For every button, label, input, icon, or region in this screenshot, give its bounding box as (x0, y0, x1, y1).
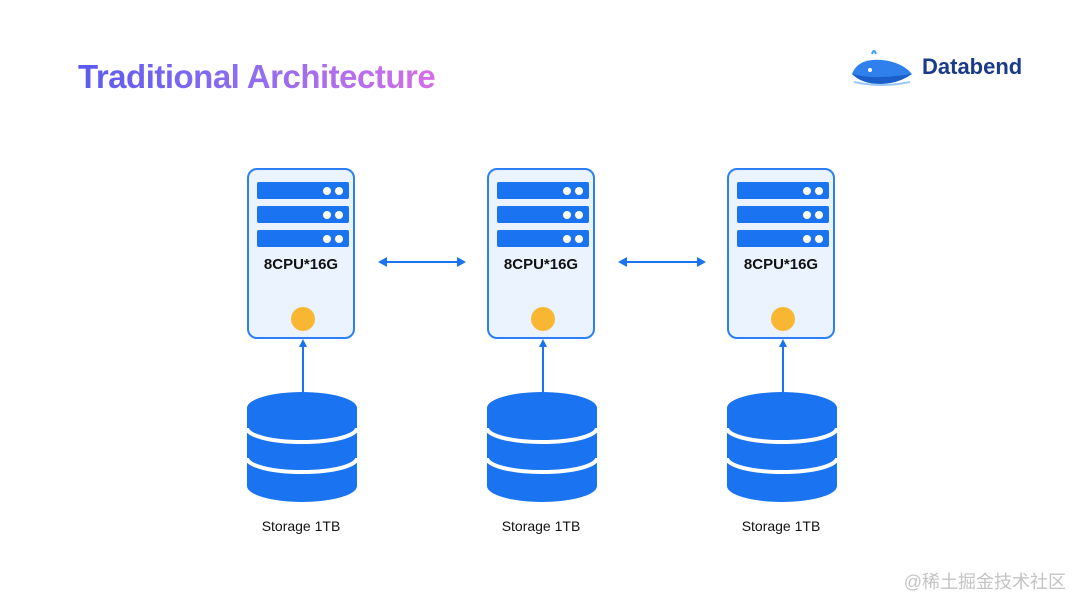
server-spec: 8CPU*16G (743, 256, 819, 273)
rack-led (563, 211, 571, 219)
rack-led (803, 187, 811, 195)
rack-led (323, 211, 331, 219)
server-spec: 8CPU*16G (503, 256, 579, 273)
storage-label: Storage 1TB (501, 518, 581, 534)
rack-led (323, 187, 331, 195)
node-link-arrow (378, 257, 466, 267)
rack-led (803, 235, 811, 243)
server-node: 8CPU*16G Storage 1TB (247, 168, 359, 538)
power-indicator (771, 307, 795, 331)
server-rack (497, 182, 589, 199)
server-rack (497, 206, 589, 223)
server: 8CPU*16G (247, 168, 355, 339)
rack-led (575, 235, 583, 243)
server-rack (257, 182, 349, 199)
rack-led (575, 211, 583, 219)
database-icon (247, 392, 357, 502)
server-rack (737, 206, 829, 223)
rack-led (323, 235, 331, 243)
server-node: 8CPU*16G Storage 1TB (487, 168, 599, 538)
server-rack (737, 182, 829, 199)
whale-icon (852, 50, 912, 86)
storage-label: Storage 1TB (261, 518, 341, 534)
rack-led (815, 187, 823, 195)
rack-led (815, 235, 823, 243)
rack-led (335, 235, 343, 243)
database-icon (487, 392, 597, 502)
rack-led (563, 235, 571, 243)
server-rack (497, 230, 589, 247)
rack-led (815, 211, 823, 219)
server: 8CPU*16G (487, 168, 595, 339)
storage-connector-arrow (779, 339, 787, 392)
power-indicator (291, 307, 315, 331)
database-icon (727, 392, 837, 502)
slide-title: Traditional Architecture (78, 58, 436, 95)
server-rack (257, 206, 349, 223)
storage-connector-arrow (299, 339, 307, 392)
server: 8CPU*16G (727, 168, 835, 339)
server-rack (737, 230, 829, 247)
node-link-arrow (618, 257, 706, 267)
server-spec: 8CPU*16G (263, 256, 339, 273)
watermark: @稀土掘金技术社区 (903, 572, 1066, 592)
brand-name: Databend (922, 54, 1023, 79)
rack-led (563, 187, 571, 195)
rack-led (803, 211, 811, 219)
power-indicator (531, 307, 555, 331)
rack-led (575, 187, 583, 195)
server-rack (257, 230, 349, 247)
rack-led (335, 187, 343, 195)
storage-connector-arrow (539, 339, 547, 392)
storage-label: Storage 1TB (741, 518, 821, 534)
rack-led (335, 211, 343, 219)
server-node: 8CPU*16G Storage 1TB (727, 168, 839, 538)
